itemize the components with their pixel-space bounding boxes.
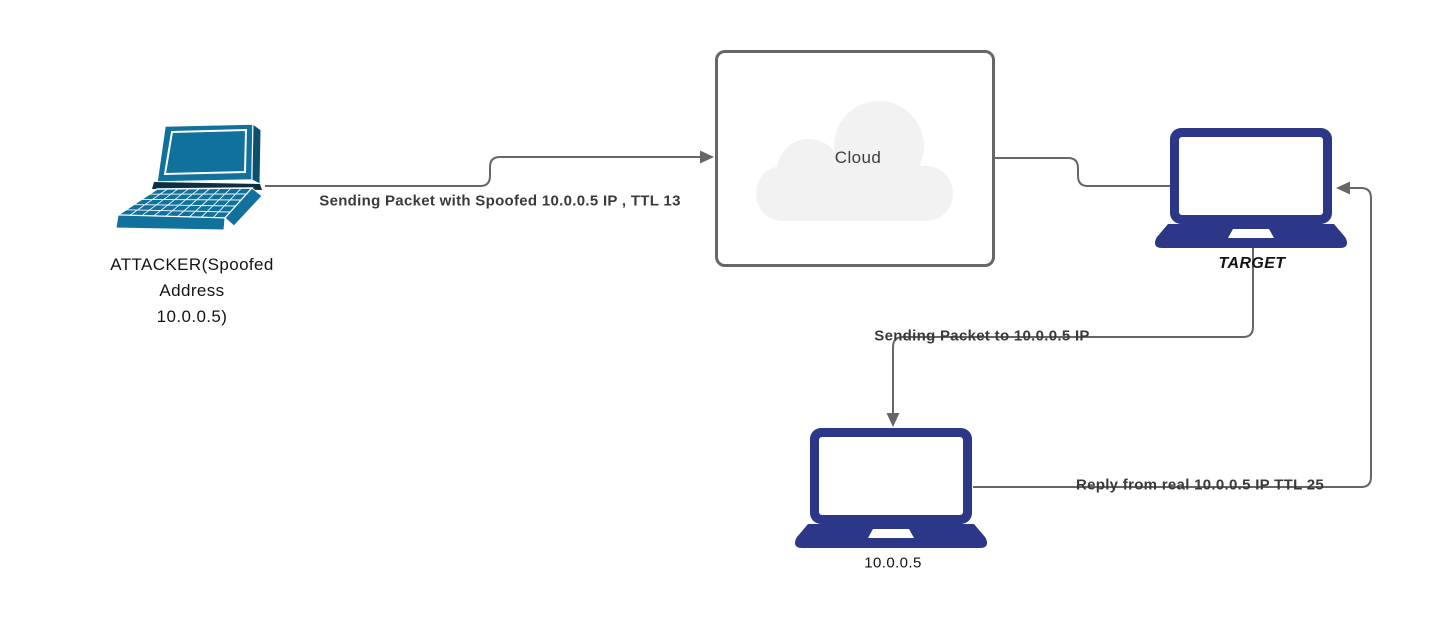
arrowhead-into-realhost (886, 413, 900, 427)
real-host-label: 10.0.0.5 (864, 554, 922, 572)
attacker-label: ATTACKER(Spoofed Address 10.0.0.5) (82, 252, 302, 330)
arrowhead-into-cloud (700, 150, 714, 164)
edge-attacker-to-cloud (265, 156, 701, 187)
node-target (1155, 128, 1347, 248)
attacker-label-line1: ATTACKER(Spoofed (110, 255, 274, 274)
attacker-label-line3: 10.0.0.5) (156, 307, 228, 326)
cloud-icon (756, 101, 953, 221)
attacker-label-line2: Address (159, 281, 225, 300)
node-attacker (110, 118, 265, 230)
keyboard-grid (125, 187, 247, 219)
edge-target-to-realhost (892, 247, 1254, 413)
edge-realhost-to-target (973, 187, 1372, 488)
cloud-label: Cloud (834, 148, 882, 167)
target-label: TARGET (1218, 255, 1286, 272)
node-real-host (795, 428, 987, 548)
edge-label-reply: Reply from real 10.0.0.5 IP TTL 25 (1075, 476, 1325, 494)
edge-label-sending-to-real: Sending Packet to 10.0.0.5 IP (874, 327, 1090, 345)
arrowhead-into-target (1336, 181, 1350, 195)
cloud-container: Cloud (715, 50, 995, 267)
edge-label-spoofed-packet: Sending Packet with Spoofed 10.0.0.5 IP … (319, 192, 681, 210)
edge-cloud-to-target (995, 157, 1172, 187)
real-host-laptop-icon (795, 428, 987, 548)
target-laptop-icon (1155, 128, 1347, 248)
attacker-laptop-icon (115, 123, 263, 230)
